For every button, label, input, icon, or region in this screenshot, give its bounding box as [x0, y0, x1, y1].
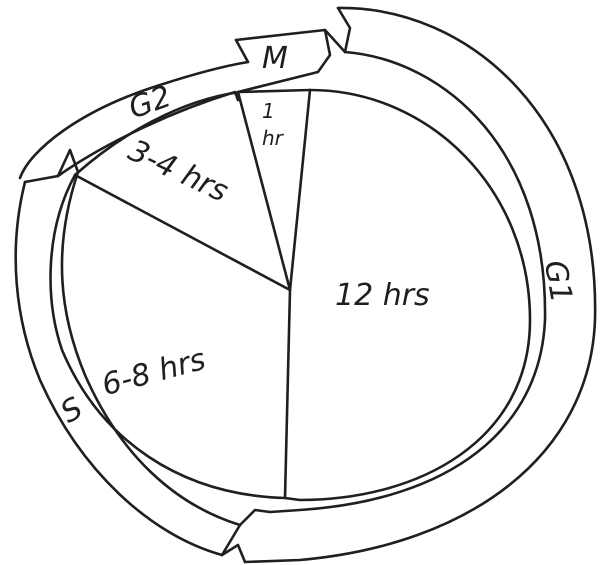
duration-m-1: 1	[262, 99, 275, 123]
g2-band-outer	[18, 60, 250, 180]
g2-band-tip	[234, 38, 250, 64]
m-band-tip	[323, 28, 347, 54]
g1-arc-inner	[268, 50, 547, 514]
label-g1: G1	[537, 258, 579, 306]
label-s: S	[55, 391, 89, 431]
s-arc-outer	[14, 180, 224, 557]
duration-m-2: hr	[262, 126, 285, 150]
inner-circle-left	[49, 173, 287, 500]
s-arc-top	[23, 148, 80, 184]
divider-m-g1	[288, 88, 312, 292]
duration-s: 6-8 hrs	[98, 342, 209, 403]
divider-g2-m	[236, 90, 292, 292]
s-arc-inner	[60, 170, 242, 527]
duration-g2: 3-4 hrs	[123, 133, 233, 209]
divider-g1-s	[283, 288, 292, 500]
inner-circle-g1	[283, 88, 532, 502]
duration-g1: 12 hrs	[335, 278, 430, 313]
label-m: M	[262, 41, 288, 76]
label-g2: G2	[124, 79, 176, 126]
g1-arc-outer	[243, 6, 597, 564]
divider-s-g2	[73, 173, 292, 292]
inner-circle-top	[73, 88, 312, 177]
g1-arc-tip	[336, 6, 352, 54]
m-band	[234, 28, 332, 94]
bottom-notch	[220, 508, 272, 564]
